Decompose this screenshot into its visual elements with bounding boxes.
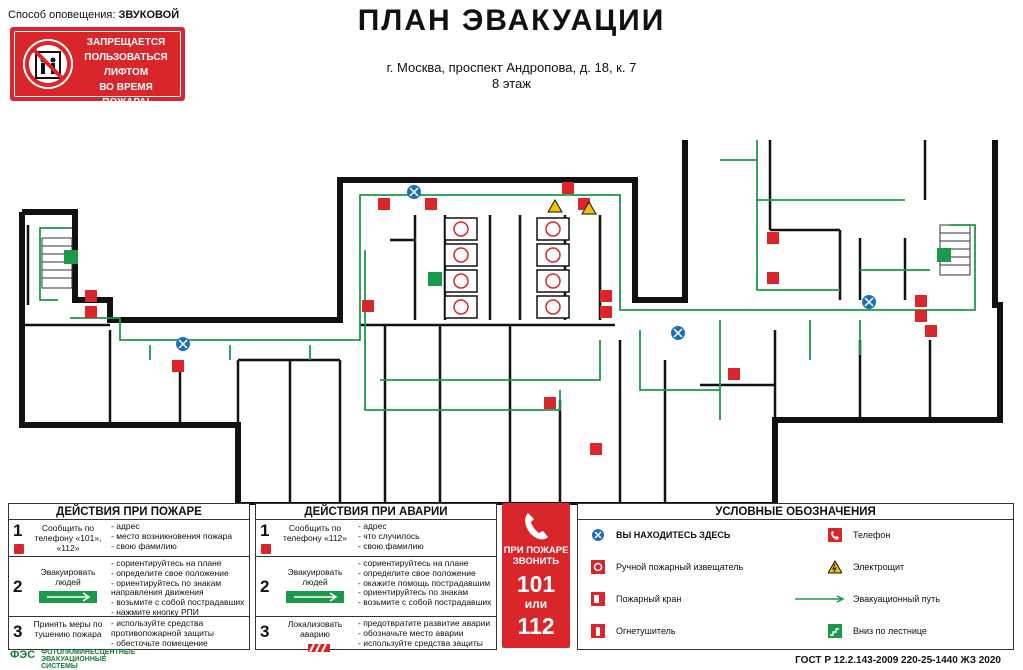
notification-method: Способ оповещения: ЗВУКОВОЙ — [8, 9, 180, 21]
no-elevator-icon — [23, 39, 73, 89]
stairs — [41, 224, 971, 289]
manual-alarm-icon — [591, 560, 605, 574]
red-equipment-signs — [85, 182, 937, 455]
legend-phone: Телефон — [828, 528, 890, 542]
electric-panel-icon — [828, 560, 842, 574]
extinguisher-icon — [591, 624, 605, 638]
hazard-stripe-icon — [308, 639, 330, 657]
elevators — [444, 217, 570, 319]
legend-stairs-down: Вниз по лестнице — [828, 624, 927, 638]
fire-hydrant-icon — [591, 592, 605, 606]
stairs-down-icon — [828, 624, 842, 638]
address: г. Москва, проспект Андропова, д. 18, к.… — [386, 60, 637, 75]
legend-you-are-here: ВЫ НАХОДИТЕСЬ ЗДЕСЬ — [592, 529, 730, 541]
floor-plan — [19, 140, 1003, 505]
you-are-here-markers — [176, 185, 876, 351]
legend-manual-alarm: Ручной пожарный извещатель — [591, 560, 743, 574]
phone-icon — [14, 540, 24, 558]
manufacturer-logo: ФЭС ФОТОЛЮМИНЕСЦЕНТНЫЕ ЭВАКУАЦИОННЫЕ СИС… — [10, 649, 136, 670]
electric-panel-signs — [547, 199, 597, 215]
stairs-exit-signs — [64, 248, 951, 286]
phone-icon — [828, 528, 842, 542]
floor-label: 8 этаж — [492, 76, 531, 91]
you-are-here-icon — [592, 529, 604, 541]
phone-icon — [261, 540, 271, 558]
elevator-no-signs — [453, 221, 561, 315]
legend-fire-hydrant: Пожарный кран — [591, 592, 681, 606]
accident-actions-panel: ДЕЙСТВИЯ ПРИ АВАРИИ 1 Сообщить по телефо… — [255, 503, 497, 653]
legend-evac-path: Эвакуационный путь — [795, 594, 940, 604]
legend-electric-panel: Электрощит — [828, 560, 904, 574]
outer-walls — [19, 140, 1003, 505]
gost-reference: ГОСТ Р 12.2.143-2009 220-25-1440 ЖЗ 2020 — [795, 655, 1001, 666]
fire-actions-panel: ДЕЙСТВИЯ ПРИ ПОЖАРЕ 1 Сообщить по телефо… — [8, 503, 250, 650]
page-title: ПЛАН ЭВАКУАЦИИ — [357, 4, 666, 37]
exit-sign-icon — [286, 590, 344, 608]
exit-sign-icon — [39, 590, 97, 608]
evac-path-icon — [795, 595, 845, 603]
evacuation-paths — [39, 140, 976, 420]
legend-extinguisher: Огнетушитель — [591, 624, 676, 638]
no-lift-sign: ЗАПРЕЩАЕТСЯ ПОЛЬЗОВАТЬСЯ ЛИФТОМ ВО ВРЕМЯ… — [10, 27, 185, 108]
fire-call-box: ПРИ ПОЖАРЕ ЗВОНИТЬ 101 или 112 — [502, 503, 570, 648]
phone-icon — [525, 513, 548, 540]
legend-panel: УСЛОВНЫЕ ОБОЗНАЧЕНИЯ ВЫ НАХОДИТЕСЬ ЗДЕСЬ… — [577, 503, 1014, 650]
